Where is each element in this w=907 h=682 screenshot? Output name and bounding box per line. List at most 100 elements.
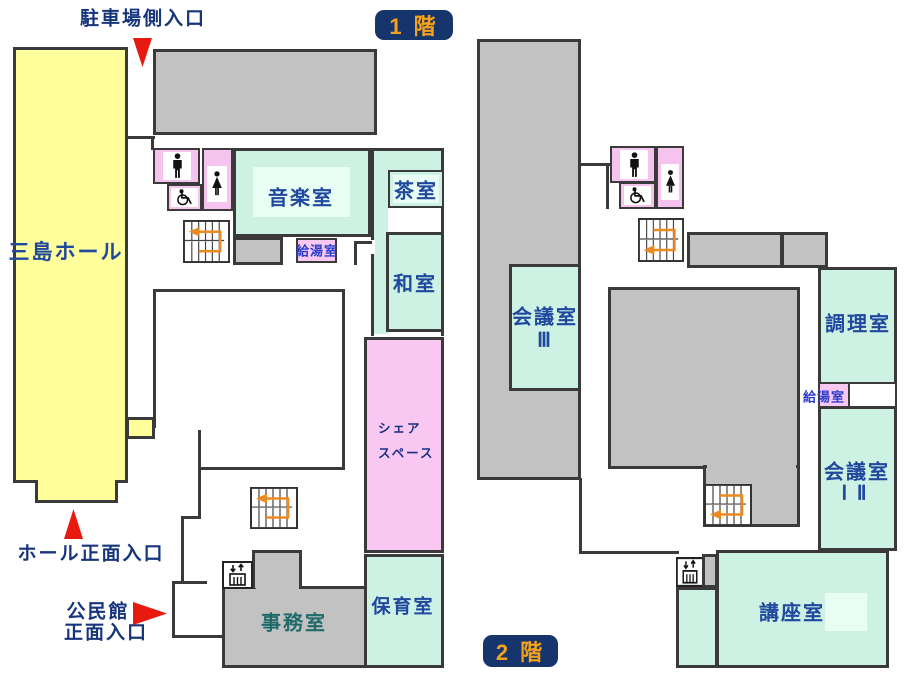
woman-icon xyxy=(212,171,222,196)
accessible-toilet-1f xyxy=(167,184,202,211)
man-icon xyxy=(629,151,639,177)
central-gray-seam xyxy=(707,463,796,471)
wall-toilet-stub-2f-v xyxy=(606,164,609,209)
nursery-room xyxy=(364,554,444,668)
accessible-toilet-1f-inner xyxy=(171,188,198,207)
parking-entrance-arrow-icon xyxy=(133,38,152,67)
gray-block-1f-mid xyxy=(233,237,283,265)
washitsu-room-label: 和室 xyxy=(393,273,437,296)
cooking-room-label: 調理室 xyxy=(825,313,891,336)
music-room xyxy=(233,148,371,237)
wheelchair-icon xyxy=(629,187,645,204)
small-white-box-2f xyxy=(848,382,897,408)
stairs-icon xyxy=(704,484,752,526)
floor1-badge-label: 1 階 xyxy=(389,14,439,39)
stairs-2f-lower xyxy=(704,484,752,526)
wall-2f-bottom-h xyxy=(579,551,679,554)
parking-entrance-label: 駐車場側入口 xyxy=(79,8,207,30)
lecture-room-label: 講座室 xyxy=(759,602,825,625)
cooking-room xyxy=(818,267,897,385)
meeting-room-3-label-2: Ⅲ xyxy=(537,329,553,352)
floor2-badge: 2 階 xyxy=(483,635,558,667)
office-room-tab xyxy=(252,550,302,588)
wall-entry-2 xyxy=(181,516,201,519)
stairs-icon xyxy=(638,218,684,262)
womens-toilet-1f-inner xyxy=(207,166,227,202)
wall-entry-7 xyxy=(172,635,225,638)
tea-room-inner xyxy=(393,175,439,203)
central-gray-main-2f xyxy=(608,287,800,469)
wheelchair-icon xyxy=(176,189,192,206)
share-space-label-2: スペース xyxy=(378,446,435,461)
wall-center-bottom xyxy=(198,467,345,470)
stairs-icon xyxy=(183,220,230,263)
kominkan-entrance-arrow-icon xyxy=(133,602,167,625)
right-column-left-strip xyxy=(374,170,388,334)
mens-toilet-1f xyxy=(153,148,200,184)
wall-entry-6 xyxy=(172,581,175,638)
wall-toilet-stub-2f-h xyxy=(581,163,610,166)
elevator-1f xyxy=(222,561,253,589)
stairs-icon xyxy=(250,487,298,529)
elevator-icon xyxy=(222,561,253,589)
gray-bar-2f-a xyxy=(687,232,783,268)
lecture-room xyxy=(716,550,889,668)
hall-front-entrance-label: ホール正面入口 xyxy=(17,543,165,565)
share-space-room xyxy=(364,337,444,553)
kyuto-room-2f-label: 給湯室 xyxy=(802,389,846,405)
tall-gray-block-2f xyxy=(477,39,581,480)
floor2-badge-label: 2 階 xyxy=(495,640,546,665)
mishima-hall-right-tab xyxy=(126,417,155,439)
wall-entry-1 xyxy=(198,430,201,519)
wall-closet-v xyxy=(354,241,357,265)
tea-room xyxy=(388,170,444,208)
door-gap-right-column xyxy=(370,240,375,254)
wall-center-top xyxy=(153,289,345,292)
man-icon xyxy=(172,153,182,178)
hall-front-arrow-icon xyxy=(64,509,83,539)
wall-toilet-stub-1f xyxy=(151,136,154,150)
tea-room-label: 茶室 xyxy=(394,180,438,203)
floor1-badge: 1 階 xyxy=(375,10,453,40)
womens-toilet-2f xyxy=(656,146,684,209)
mishima-hall xyxy=(13,47,128,483)
washitsu-room xyxy=(386,232,444,332)
wall-center-left xyxy=(153,289,156,428)
kominkan-entrance-label-1: 公民館 xyxy=(66,601,130,623)
wall-entry-3 xyxy=(181,516,184,584)
mens-toilet-1f-inner xyxy=(163,152,191,180)
mens-toilet-2f xyxy=(610,146,656,183)
mishima-hall-label: 三島ホール xyxy=(8,241,124,264)
gray-bar-2f-b xyxy=(781,232,828,268)
kyuto-room-1f-label: 給湯室 xyxy=(295,243,339,259)
right-column-top-band xyxy=(374,151,441,170)
meeting-room-3 xyxy=(509,264,581,391)
stairs-2f-upper xyxy=(638,218,684,262)
upper-gray-block-1f xyxy=(153,49,377,135)
nursery-room-label: 保育室 xyxy=(371,596,435,618)
womens-toilet-1f xyxy=(202,148,233,211)
mens-toilet-2f-inner xyxy=(620,150,648,179)
share-space-label-1: シェア xyxy=(378,421,422,436)
elevator-icon xyxy=(676,557,704,587)
meeting-room-1-2-label-2: Ⅰ Ⅱ xyxy=(841,482,869,505)
kyuto-room-2f xyxy=(818,382,851,408)
wall-entry-4 xyxy=(172,581,207,584)
mint-strip-2f xyxy=(676,587,718,668)
meeting-room-1-2-label-1: 会議室 xyxy=(824,461,890,484)
woman-icon xyxy=(665,170,675,193)
wall-closet-h xyxy=(354,241,372,244)
elevator-2f xyxy=(676,557,704,587)
music-room-inner xyxy=(253,167,350,217)
wall-center-right xyxy=(342,289,345,470)
stairs-1f-upper xyxy=(183,220,230,263)
accessible-toilet-2f xyxy=(619,182,656,209)
kominkan-entrance-label-2: 正面入口 xyxy=(63,622,149,644)
music-room-label: 音楽室 xyxy=(268,187,334,210)
stairs-1f-lower xyxy=(250,487,298,529)
wall-2f-left-v xyxy=(579,478,582,554)
meeting-room-3-label-1: 会議室 xyxy=(512,306,578,329)
office-room-label: 事務室 xyxy=(261,612,327,635)
womens-toilet-2f-inner xyxy=(661,164,679,200)
